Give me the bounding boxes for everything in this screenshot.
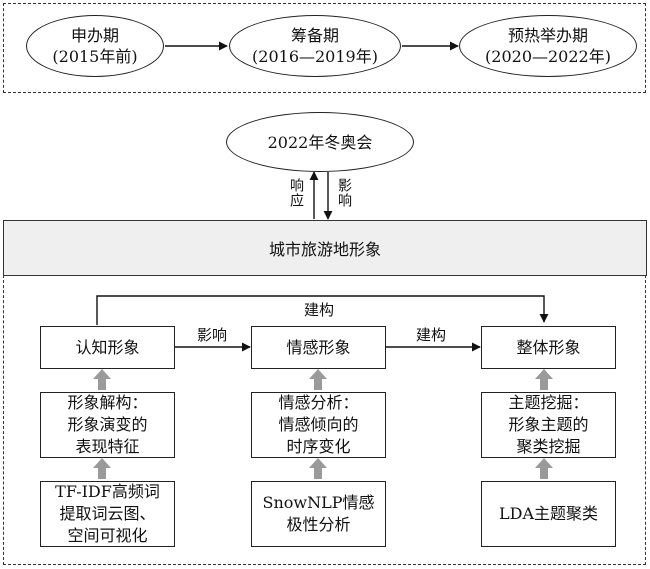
affective-image-label: 情感形象 — [286, 337, 351, 357]
affective-method-line2: 情感倾向的 — [278, 415, 359, 434]
overall-image-label: 整体形象 — [516, 337, 581, 357]
cognitive-method-line2: 形象演变的 — [67, 415, 148, 434]
analysis-frame — [3, 275, 646, 565]
gray-arrow-col1-bottom — [93, 458, 111, 479]
phase-bidding-title: 申办期 — [70, 26, 119, 45]
phases-frame — [3, 3, 646, 93]
gray-up-arrows — [93, 369, 553, 479]
affective-tool-line2: 极性分析 — [286, 515, 351, 534]
overall-method-box: 主题挖掘： 形象主题的 聚类挖掘 — [481, 392, 616, 458]
cognitive-method-box: 形象解构： 形象演变的 表现特征 — [40, 392, 175, 458]
gray-arrow-col3-top — [535, 369, 553, 390]
gray-arrow-col2-top — [309, 369, 327, 390]
label-influence-mid: 影响 — [197, 326, 228, 344]
phase-warmup-hosting: 预热举办期 (2020—2022年) — [459, 15, 637, 77]
overall-method-line2: 形象主题的 — [508, 415, 589, 434]
cognitive-method-line3: 表现特征 — [75, 437, 140, 456]
overall-method-line1: 主题挖掘： — [508, 393, 589, 412]
overall-tool-box: LDA主题聚类 — [481, 481, 616, 547]
arrow-build-top — [96, 295, 549, 325]
cognitive-tool-line1: TF-IDF高频词 — [55, 482, 160, 501]
cognitive-image-box: 认知形象 — [40, 326, 175, 369]
overall-tool-line1: LDA主题聚类 — [498, 504, 598, 523]
affective-method-line1: 情感分析： — [278, 393, 359, 412]
affective-image-box: 情感形象 — [251, 326, 386, 369]
affective-method-box: 情感分析： 情感倾向的 时序变化 — [251, 392, 386, 458]
label-influence: 影响 — [336, 178, 352, 208]
phase-warmup-period: (2020—2022年) — [485, 47, 611, 66]
gray-arrow-col2-bottom — [309, 458, 327, 479]
banner-city-tourism-image: 城市旅游地形象 — [3, 220, 647, 276]
label-response: 响应 — [288, 178, 304, 208]
overall-image-box: 整体形象 — [481, 326, 616, 369]
cognitive-image-label: 认知形象 — [75, 337, 140, 357]
gray-arrow-col3-bottom — [535, 458, 553, 479]
affective-tool-box: SnowNLP情感 极性分析 — [251, 481, 386, 547]
affective-tool-line1: SnowNLP情感 — [262, 493, 375, 512]
label-build-mid: 建构 — [416, 326, 447, 344]
phase-bidding: 申办期 (2015年前) — [26, 15, 164, 77]
cognitive-tool-box: TF-IDF高频词 提取词云图、 空间可视化 — [40, 481, 175, 547]
phase-preparation: 筹备期 (2016—2019年) — [229, 15, 401, 77]
overall-method-line3: 聚类挖掘 — [516, 437, 581, 456]
phase-preparation-period: (2016—2019年) — [252, 47, 378, 66]
cognitive-method-line1: 形象解构： — [67, 393, 148, 412]
event-label: 2022年冬奥会 — [267, 132, 373, 152]
cognitive-tool-line2: 提取词云图、 — [59, 504, 156, 523]
gray-arrow-col1-top — [93, 369, 111, 390]
phase-warmup-title: 预热举办期 — [507, 26, 588, 45]
phase-preparation-title: 筹备期 — [290, 26, 339, 45]
cognitive-tool-line3: 空间可视化 — [67, 526, 148, 545]
phase-bidding-period: (2015年前) — [52, 47, 138, 66]
event-winter-olympics: 2022年冬奥会 — [226, 112, 414, 172]
affective-method-line3: 时序变化 — [286, 437, 351, 456]
label-build-top: 建构 — [304, 301, 335, 319]
banner-label: 城市旅游地形象 — [268, 240, 381, 259]
